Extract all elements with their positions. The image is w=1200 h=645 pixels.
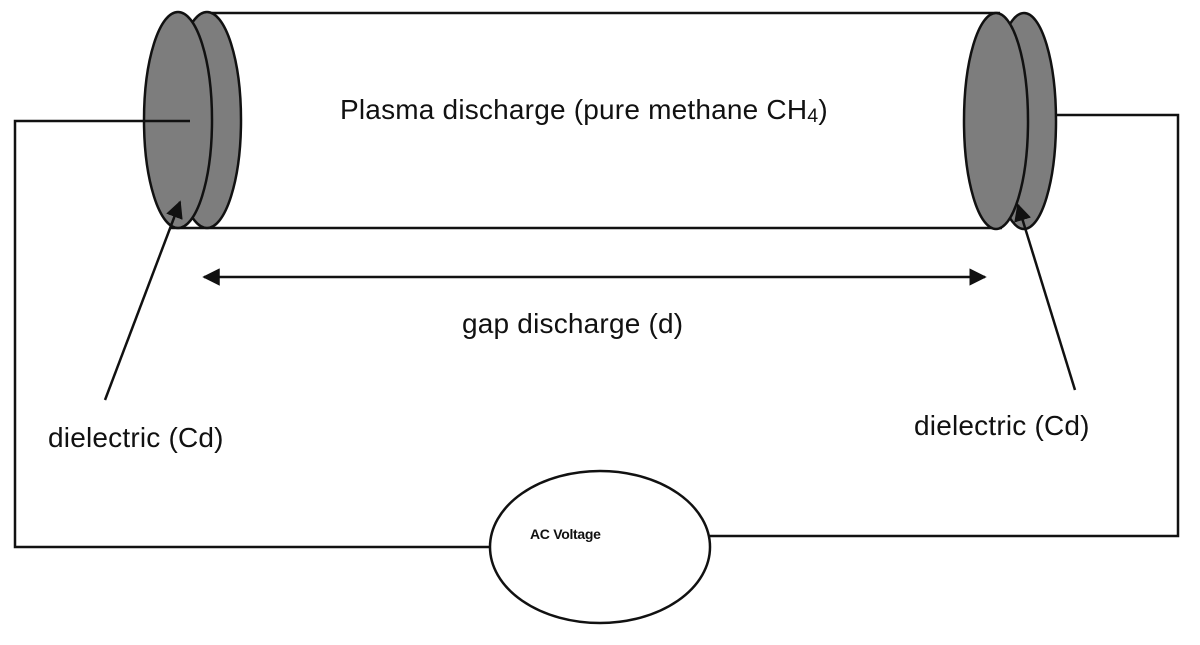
plasma-label-subscript: 4: [807, 104, 819, 127]
plasma-discharge-label: Plasma discharge (pure methane CH4): [340, 96, 828, 127]
dielectric-left-label: dielectric (Cd): [48, 422, 224, 453]
ac-voltage-source: [488, 469, 712, 625]
wire-right: [708, 113, 1180, 538]
dielectric-right-label: dielectric (Cd): [914, 410, 1090, 441]
leader-arrow-right: [1014, 203, 1077, 391]
plasma-label-prefix: Plasma discharge (pure methane CH: [340, 94, 808, 125]
plasma-label-suffix: ): [818, 94, 828, 125]
gap-discharge-label: gap discharge (d): [462, 308, 684, 339]
dielectric-disc-right-front: [962, 11, 1030, 231]
leader-arrow-left: [103, 200, 183, 401]
wire-left: [13, 119, 500, 549]
ac-voltage-label: AC Voltage: [530, 526, 601, 542]
